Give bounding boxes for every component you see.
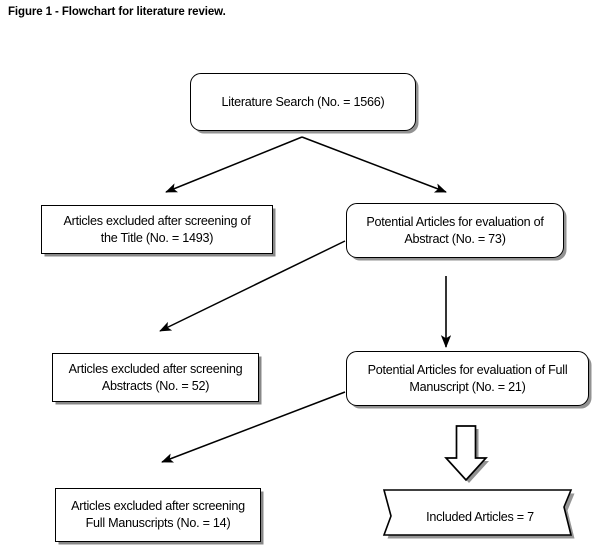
edge-search-to-potential-abstract xyxy=(301,136,447,193)
node-excluded-title-label: Articles excluded after screening of the… xyxy=(63,213,251,245)
node-literature-search-label: Literature Search (No. = 1566) xyxy=(221,94,385,109)
edge-abstract-to-excluded-abstracts xyxy=(159,240,346,332)
banner-shape xyxy=(382,489,575,539)
node-included-articles-label: Included Articles = 7 xyxy=(426,510,534,524)
node-excluded-full-manuscripts[interactable]: Articles excluded after screening Full M… xyxy=(55,488,261,542)
node-potential-abstract-label: Potential Articles for evaluation of Abs… xyxy=(366,214,544,246)
node-potential-full-manuscript[interactable]: Potential Articles for evaluation of Ful… xyxy=(346,351,589,406)
node-literature-search[interactable]: Literature Search (No. = 1566) xyxy=(190,73,416,131)
node-excluded-abstracts-label: Articles excluded after screening Abstra… xyxy=(68,361,243,393)
node-potential-abstract[interactable]: Potential Articles for evaluation of Abs… xyxy=(346,203,564,258)
edge-search-to-excluded-title xyxy=(165,136,303,193)
node-excluded-abstracts[interactable]: Articles excluded after screening Abstra… xyxy=(52,353,259,402)
node-potential-full-manuscript-label: Potential Articles for evaluation of Ful… xyxy=(367,362,568,394)
block-arrow-down-icon xyxy=(444,425,489,483)
page-title: Figure 1 - Flowchart for literature revi… xyxy=(8,6,226,18)
edge-full-manuscript-to-excluded-manuscripts xyxy=(161,391,346,463)
node-excluded-title[interactable]: Articles excluded after screening of the… xyxy=(41,205,273,254)
node-included-articles[interactable]: Included Articles = 7 xyxy=(382,487,578,547)
node-excluded-full-manuscripts-label: Articles excluded after screening Full M… xyxy=(71,499,245,530)
